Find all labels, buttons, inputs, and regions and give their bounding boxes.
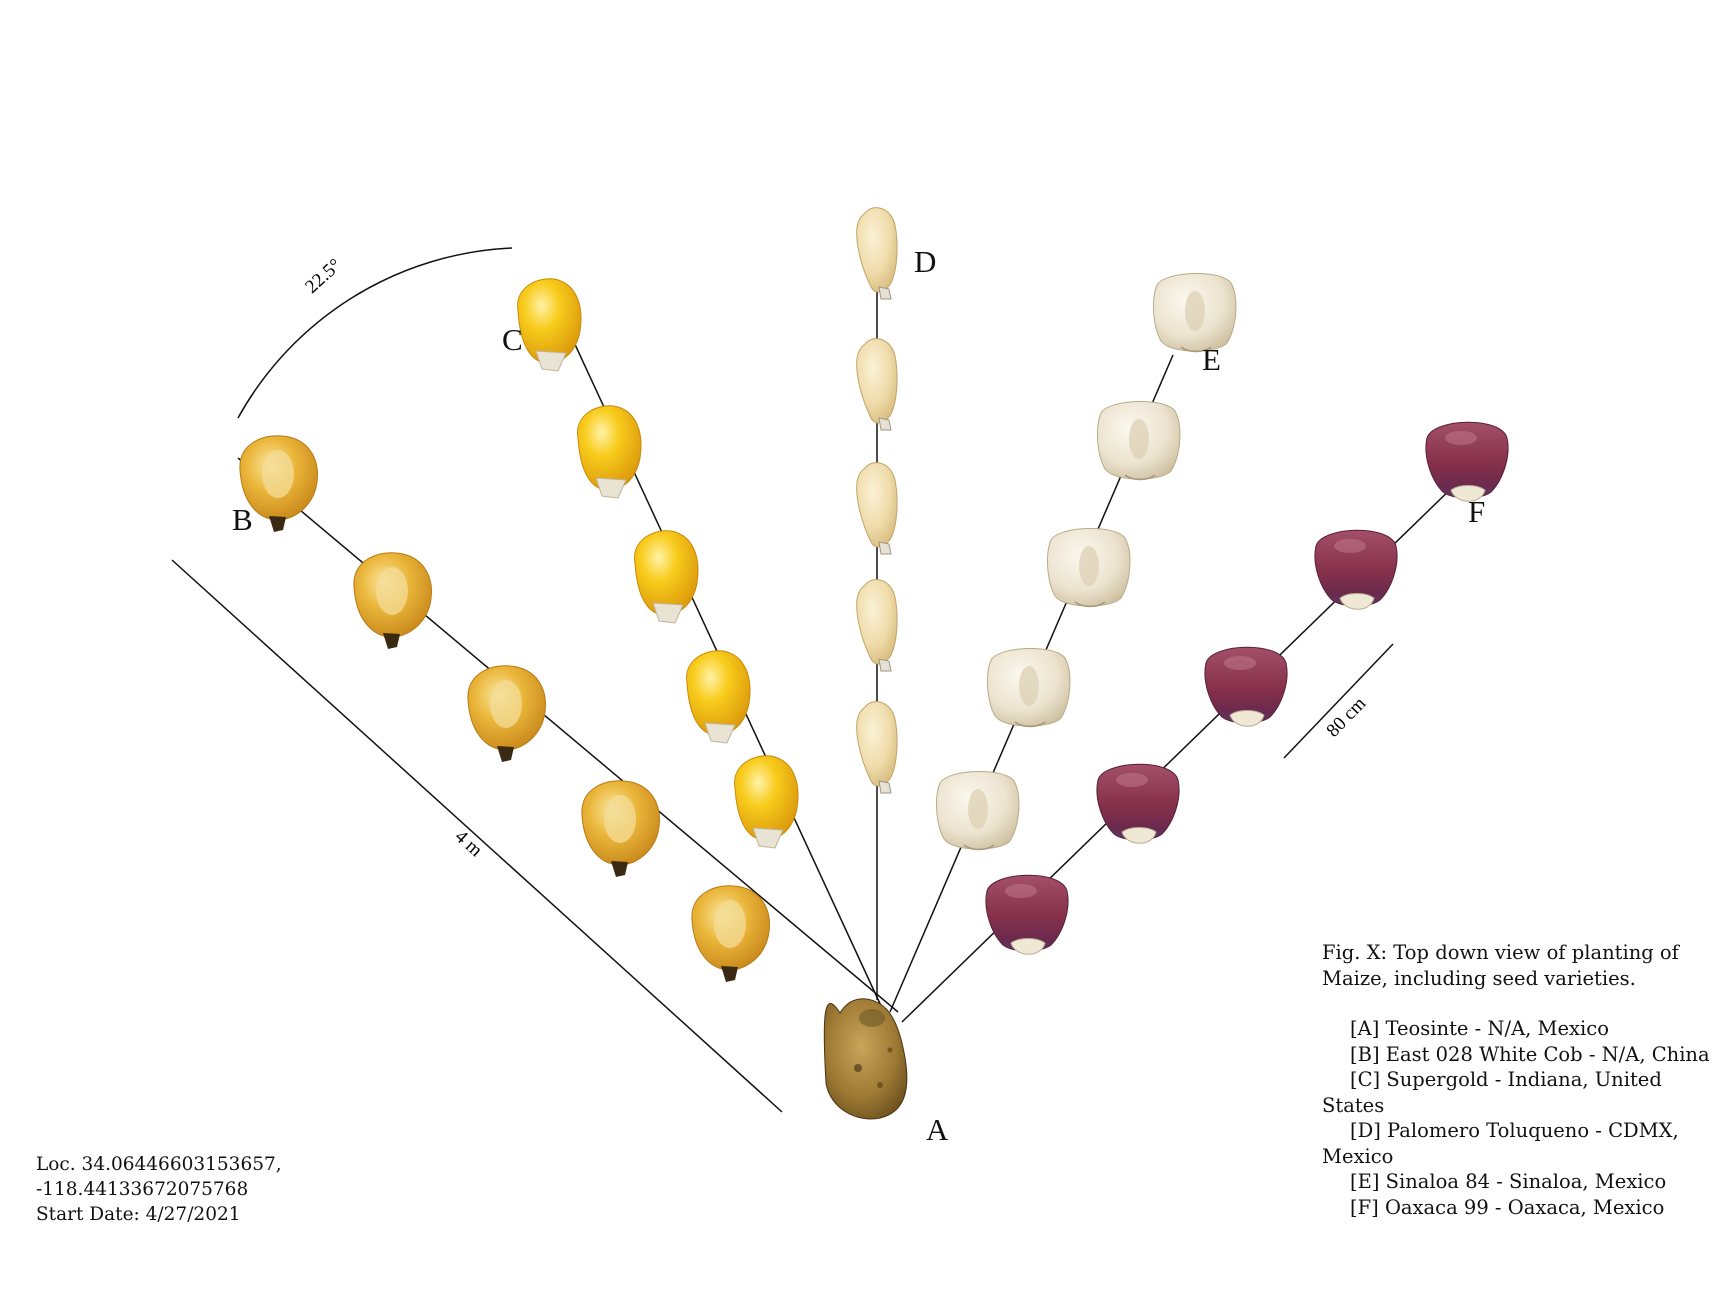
location-coord-lon: -118.44133672075768 bbox=[36, 1179, 249, 1200]
kernel-e-5 bbox=[1153, 273, 1237, 353]
kernel-b-1 bbox=[691, 885, 770, 982]
label-d: D bbox=[914, 244, 936, 279]
kernel-b-2 bbox=[581, 780, 660, 877]
kernel-c-4 bbox=[577, 405, 642, 499]
figure-caption: Fig. X: Top down view of planting of Mai… bbox=[1322, 940, 1717, 1220]
kernel-c-3 bbox=[634, 530, 699, 624]
row-length-line bbox=[171, 559, 783, 1113]
row-length-label: 4 m bbox=[451, 826, 487, 861]
teosinte-seed bbox=[823, 998, 908, 1120]
kernel-e-4 bbox=[1097, 401, 1181, 481]
kernel-d-1 bbox=[856, 701, 898, 794]
kernel-e-2 bbox=[987, 648, 1071, 728]
caption-entry-a: [A] Teosinte - N/A, Mexico bbox=[1350, 1017, 1609, 1040]
kernel-f-5 bbox=[1425, 421, 1509, 502]
kernel-c-5 bbox=[517, 278, 582, 372]
label-e: E bbox=[1202, 342, 1221, 377]
kernel-d-2 bbox=[856, 579, 898, 672]
kernel-b-4 bbox=[353, 552, 432, 649]
kernel-f-2 bbox=[1096, 763, 1180, 844]
row-lines bbox=[237, 258, 1461, 1023]
row-line-b bbox=[237, 457, 899, 1013]
kernel-d-3 bbox=[856, 462, 898, 555]
caption-entry-f: [F] Oaxaca 99 - Oaxaca, Mexico bbox=[1350, 1195, 1665, 1219]
spacing-line bbox=[1283, 643, 1394, 759]
label-a: A bbox=[926, 1112, 949, 1147]
kernel-d-5 bbox=[856, 207, 898, 300]
caption-title: Fig. X: Top down view of planting of Mai… bbox=[1322, 941, 1679, 990]
caption-entry-c: [C] Supergold - Indiana, United States bbox=[1322, 1068, 1662, 1117]
caption-entry-e: [E] Sinaloa 84 - Sinaloa, Mexico bbox=[1350, 1170, 1667, 1193]
caption-entry-b: [B] East 028 White Cob - N/A, China bbox=[1350, 1042, 1710, 1066]
label-c: C bbox=[502, 322, 523, 357]
start-date: Start Date: 4/27/2021 bbox=[36, 1204, 241, 1225]
location-info: Loc. 34.06446603153657, -118.44133672075… bbox=[36, 1152, 282, 1227]
kernel-b-3 bbox=[467, 665, 546, 762]
spacing-label: 80 cm bbox=[1322, 693, 1370, 742]
kernel-d-4 bbox=[856, 338, 898, 431]
kernel-f-1 bbox=[985, 874, 1069, 955]
kernel-e-3 bbox=[1047, 528, 1131, 608]
kernel-f-3 bbox=[1204, 646, 1288, 727]
label-b: B bbox=[232, 502, 253, 537]
kernel-e-1 bbox=[936, 771, 1020, 851]
kernel-c-1 bbox=[734, 755, 799, 849]
angle-arc bbox=[237, 247, 513, 419]
caption-entry-d: [D] Palomero Toluqueno - CDMX, Mexico bbox=[1322, 1119, 1679, 1168]
kernel-b-5 bbox=[239, 435, 318, 532]
kernel-f-4 bbox=[1314, 529, 1398, 610]
kernel-c-2 bbox=[686, 650, 751, 744]
angle-label: 22.5° bbox=[301, 255, 345, 298]
label-f: F bbox=[1468, 494, 1485, 529]
seed-kernels bbox=[239, 207, 1509, 982]
location-coord-lat: Loc. 34.06446603153657, bbox=[36, 1154, 282, 1175]
